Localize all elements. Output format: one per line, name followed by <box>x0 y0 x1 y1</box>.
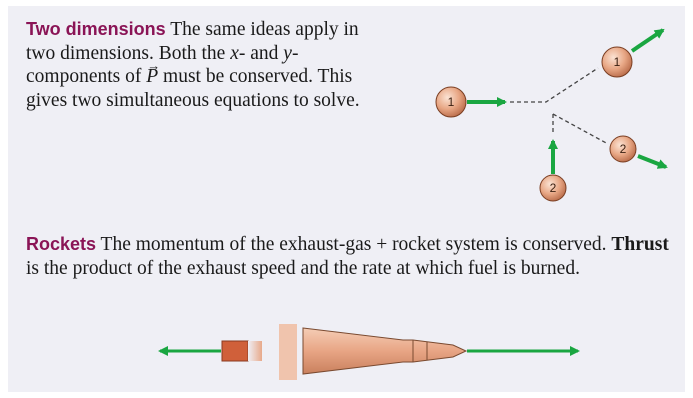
concept-panel: Two dimensions The same ideas apply in t… <box>8 6 685 392</box>
exhaust-plume <box>279 324 297 380</box>
exhaust-gas-icon <box>222 341 248 361</box>
rocket-diagram <box>160 324 578 380</box>
green-arrow-icon <box>638 156 666 167</box>
ball-2-out-label: 2 <box>620 142 627 156</box>
ball-1-incoming: 1 <box>436 87 505 117</box>
ball-2-label: 2 <box>550 181 557 195</box>
ball-2-incoming: 2 <box>540 141 566 201</box>
illustrations: 1 1 2 2 <box>8 6 685 392</box>
ball-1-out-label: 1 <box>614 55 621 69</box>
ball-1-label: 1 <box>448 95 455 109</box>
ball-1-outgoing: 1 <box>602 30 663 77</box>
rocket-icon <box>303 328 466 374</box>
green-arrow-icon <box>632 30 663 51</box>
ball-2-outgoing: 2 <box>610 136 666 167</box>
collision-trajectories <box>510 68 608 144</box>
exhaust-fade <box>248 341 262 361</box>
